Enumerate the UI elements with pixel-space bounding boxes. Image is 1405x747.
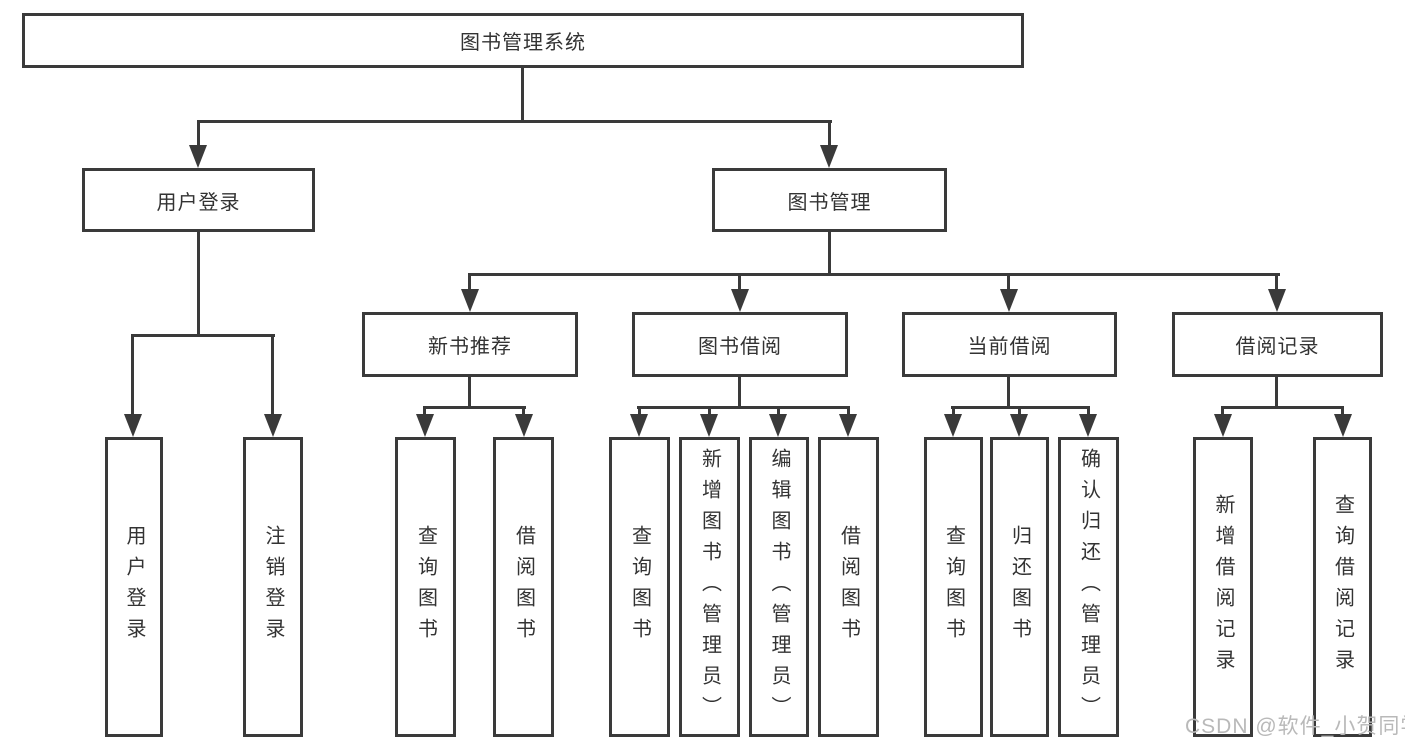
- connector-bookmgmt-stem: [828, 232, 831, 276]
- connector-newbooks-shaft-1: [423, 406, 426, 418]
- leaf-borrow-add-admin: 新增图书（管理员）: [679, 437, 740, 737]
- leaf-borrow-edit-admin-label: 编辑图书（管理员）: [768, 447, 790, 727]
- node-book-borrow: 图书借阅: [632, 312, 848, 377]
- node-current-borrow: 当前借阅: [902, 312, 1117, 377]
- csdn-watermark: CSDN @软件_小贺同学: [1185, 715, 1405, 738]
- arrowhead-book-management: [820, 145, 838, 168]
- arrowhead-bookborrow-borrow: [839, 414, 857, 437]
- leaf-user-login-label: 用户登录: [123, 525, 145, 649]
- leaf-borrow-query-label: 查询图书: [628, 525, 651, 649]
- node-user-login: 用户登录: [82, 168, 315, 232]
- connector-root-rail: [197, 120, 832, 123]
- connector-records-rail: [1221, 406, 1344, 409]
- connector-userlogin-rail: [131, 334, 275, 337]
- leaf-logout-label: 注销登录: [262, 525, 284, 649]
- node-root: 图书管理系统: [22, 13, 1024, 68]
- leaf-newbooks-borrow-label: 借阅图书: [512, 525, 535, 649]
- arrowhead-currentborrow-return: [1010, 414, 1028, 437]
- arrowhead-records-add: [1214, 414, 1232, 437]
- arrowhead-book-borrow: [731, 289, 749, 312]
- arrowhead-newbooks-query: [416, 414, 434, 437]
- leaf-borrow-add-admin-label: 新增图书（管理员）: [698, 447, 721, 727]
- arrowhead-bookborrow-edit: [769, 414, 787, 437]
- leaf-records-query: 查询借阅记录: [1313, 437, 1372, 737]
- connector-bookmgmt-shaft-4: [1275, 273, 1278, 291]
- leaf-borrow-edit-admin: 编辑图书（管理员）: [749, 437, 809, 737]
- node-new-book-recommend-label: 新书推荐: [428, 336, 512, 358]
- connector-root-right-shaft: [828, 120, 831, 147]
- connector-bookmgmt-rail: [468, 273, 1280, 276]
- connector-currentborrow-shaft-1: [952, 406, 955, 418]
- node-new-book-recommend: 新书推荐: [362, 312, 578, 377]
- connector-bookmgmt-shaft-3: [1007, 273, 1010, 291]
- leaf-borrow-query: 查询图书: [609, 437, 670, 737]
- leaf-borrow-borrow: 借阅图书: [818, 437, 879, 737]
- connector-userlogin-shaft-2: [271, 334, 274, 416]
- connector-records-stem: [1275, 377, 1278, 406]
- connector-bookborrow-shaft-1: [638, 406, 641, 418]
- connector-bookborrow-shaft-2: [708, 406, 711, 418]
- connector-root-left-shaft: [197, 120, 200, 147]
- node-borrow-records-label: 借阅记录: [1235, 336, 1320, 358]
- connector-bookborrow-shaft-3: [777, 406, 780, 418]
- arrowhead-bookborrow-add: [700, 414, 718, 437]
- arrowhead-borrow-records: [1268, 289, 1286, 312]
- arrowhead-records-query: [1334, 414, 1352, 437]
- leaf-records-add: 新增借阅记录: [1193, 437, 1253, 737]
- connector-bookborrow-shaft-4: [847, 406, 850, 418]
- leaf-current-query: 查询图书: [924, 437, 983, 737]
- leaf-newbooks-borrow: 借阅图书: [493, 437, 554, 737]
- arrowhead-current-borrow: [1000, 289, 1018, 312]
- connector-bookmgmt-shaft-2: [738, 273, 741, 291]
- connector-userlogin-shaft-1: [131, 334, 134, 416]
- connector-bookborrow-stem: [738, 377, 741, 406]
- connector-bookmgmt-shaft-1: [468, 273, 471, 291]
- connector-currentborrow-stem: [1007, 377, 1010, 406]
- arrowhead-currentborrow-query: [944, 414, 962, 437]
- connector-records-shaft-2: [1341, 406, 1344, 418]
- connector-newbooks-shaft-2: [522, 406, 525, 418]
- node-book-management: 图书管理: [712, 168, 947, 232]
- connector-root-stem: [521, 68, 524, 120]
- arrowhead-bookborrow-query: [630, 414, 648, 437]
- connector-bookborrow-rail: [637, 406, 850, 409]
- node-current-borrow-label: 当前借阅: [967, 336, 1052, 358]
- leaf-newbooks-query: 查询图书: [395, 437, 456, 737]
- node-book-management-label: 图书管理: [787, 191, 872, 214]
- node-root-label: 图书管理系统: [460, 32, 586, 54]
- leaf-current-confirm-admin: 确认归还（管理员）: [1058, 437, 1119, 737]
- leaf-current-return-label: 归还图书: [1008, 525, 1031, 649]
- leaf-records-add-label: 新增借阅记录: [1212, 494, 1234, 680]
- leaf-current-query-label: 查询图书: [942, 525, 965, 649]
- arrowhead-user-login: [189, 145, 207, 168]
- arrowhead-leaf-user-login: [124, 414, 142, 437]
- connector-currentborrow-shaft-2: [1018, 406, 1021, 418]
- connector-records-shaft-1: [1221, 406, 1224, 418]
- connector-newbooks-rail: [423, 406, 526, 409]
- leaf-records-query-label: 查询借阅记录: [1331, 494, 1354, 680]
- arrowhead-new-book-recommend: [461, 289, 479, 312]
- arrowhead-leaf-logout: [264, 414, 282, 437]
- leaf-user-login: 用户登录: [105, 437, 163, 737]
- leaf-current-return: 归还图书: [990, 437, 1049, 737]
- connector-userlogin-stem: [197, 232, 200, 334]
- leaf-current-confirm-admin-label: 确认归还（管理员）: [1077, 447, 1100, 727]
- connector-currentborrow-shaft-3: [1087, 406, 1090, 418]
- leaf-newbooks-query-label: 查询图书: [414, 525, 437, 649]
- node-book-borrow-label: 图书借阅: [698, 336, 782, 358]
- leaf-logout: 注销登录: [243, 437, 303, 737]
- arrowhead-currentborrow-confirm: [1079, 414, 1097, 437]
- connector-newbooks-stem: [468, 377, 471, 406]
- arrowhead-newbooks-borrow: [515, 414, 533, 437]
- node-borrow-records: 借阅记录: [1172, 312, 1383, 377]
- leaf-borrow-borrow-label: 借阅图书: [837, 525, 860, 649]
- node-user-login-label: 用户登录: [156, 191, 241, 214]
